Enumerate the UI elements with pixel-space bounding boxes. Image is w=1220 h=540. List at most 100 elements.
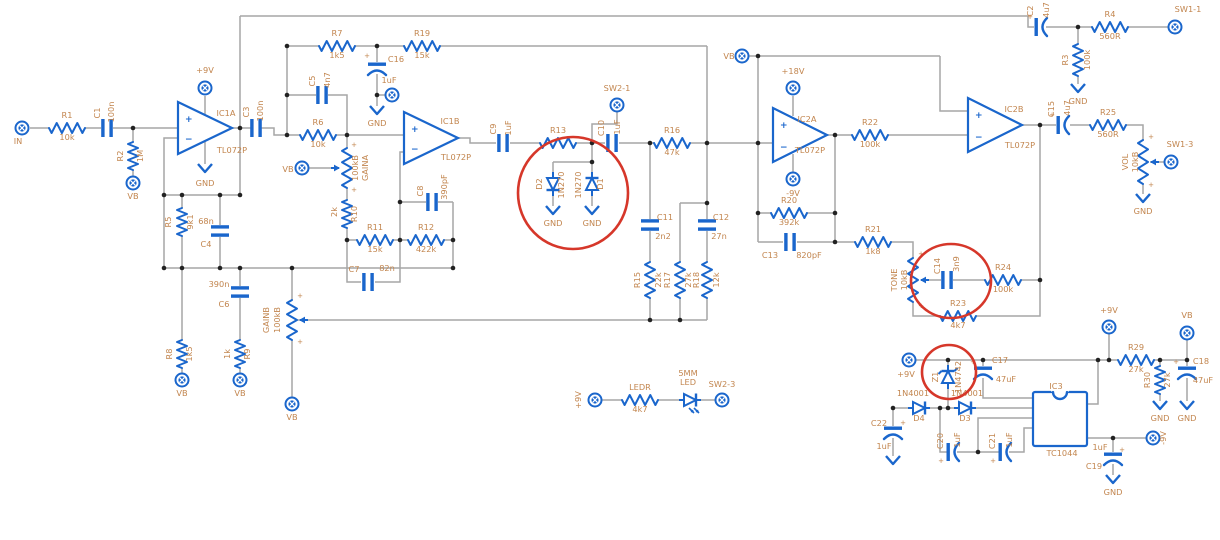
label: GND <box>1151 413 1170 423</box>
label: D3 <box>959 413 971 423</box>
label: C20 <box>935 433 945 449</box>
svg-text:−: − <box>185 135 193 145</box>
junction-dot <box>289 265 295 271</box>
junction-dot <box>130 125 136 131</box>
terminal-vb-5 <box>232 372 248 388</box>
label: R7 <box>332 28 343 38</box>
wire <box>328 94 348 135</box>
label: 10k <box>310 139 325 149</box>
parts: +−+−+−+− <box>48 16 1198 467</box>
junction-dot <box>344 132 350 138</box>
label: R4 <box>1105 9 1116 19</box>
label: IC2A <box>798 114 817 124</box>
label: R12 <box>418 222 434 232</box>
label: 392k <box>779 217 800 227</box>
junction-dot <box>945 357 951 363</box>
label: 1k8 <box>865 246 880 256</box>
junction-dot <box>1106 357 1112 363</box>
gnd-icon <box>1135 193 1151 204</box>
label: R9 <box>242 349 252 360</box>
resistor-R2 <box>127 141 139 171</box>
junction-dot <box>450 265 456 271</box>
junction-dot <box>677 317 683 323</box>
label: GND <box>1069 96 1088 106</box>
label: VB <box>723 51 735 61</box>
label: R10 <box>349 206 359 222</box>
label: 22k <box>653 272 663 287</box>
label: 4k7 <box>632 404 647 414</box>
label: TL072P <box>794 145 825 155</box>
svg-text:+: + <box>780 121 788 131</box>
label: C10 <box>596 120 606 136</box>
wire <box>458 137 496 144</box>
label: D4 <box>913 413 925 423</box>
resistor-R8 <box>176 339 188 369</box>
junction-dot <box>890 405 896 411</box>
gnd-icon <box>1070 83 1086 94</box>
opamp-IC1A: +− <box>176 100 235 156</box>
capacitor-C10 <box>606 134 618 152</box>
resistor-R21 <box>854 236 892 248</box>
terminal-p9v-1 <box>197 80 213 96</box>
junction-dot <box>945 405 951 411</box>
label: VB <box>176 388 188 398</box>
label: + <box>1173 358 1179 366</box>
label: IN <box>14 136 23 146</box>
capacitor-C15 <box>1056 114 1071 136</box>
junction-dot <box>975 449 981 455</box>
label: Z1 <box>930 372 940 383</box>
label: VB <box>127 191 139 201</box>
label: R17 <box>662 272 672 288</box>
wires <box>30 15 1188 475</box>
terminal-vb-3 <box>734 48 750 64</box>
junction-dot <box>1037 277 1043 283</box>
resistor-R1 <box>48 122 86 134</box>
junction-dot <box>179 265 185 271</box>
junction-dot <box>1157 357 1163 363</box>
label: + <box>918 250 924 258</box>
label: 2n2 <box>655 231 671 241</box>
terminal-n9v-b <box>1145 430 1161 446</box>
label: VB <box>286 412 298 422</box>
resistor-R7 <box>318 40 356 52</box>
gnd-icon <box>197 163 213 174</box>
capacitor-C14 <box>941 271 953 289</box>
label: 560R <box>1099 31 1121 41</box>
diode-D2 <box>545 172 561 196</box>
junction-dots <box>130 24 1190 455</box>
junction-dot <box>217 192 223 198</box>
label: 100n <box>255 101 265 122</box>
label: 4u7 <box>1062 100 1072 116</box>
junction-dot <box>237 125 243 131</box>
label: C22 <box>871 418 887 428</box>
terminal-p9v-led <box>587 392 603 408</box>
terminal-p18v <box>785 80 801 96</box>
label: 82n <box>379 263 395 273</box>
wire <box>912 302 940 317</box>
junction-dot <box>284 43 290 49</box>
label: R21 <box>865 224 881 234</box>
label: GND <box>1134 206 1153 216</box>
label: TL072P <box>440 152 471 162</box>
junction-dot <box>161 192 167 198</box>
resistor-R4 <box>1091 21 1129 33</box>
label: 68n <box>198 216 214 226</box>
label: 4u7 <box>1041 2 1051 18</box>
label: C13 <box>762 250 778 260</box>
label: C5 <box>307 76 317 87</box>
capacitor-C11 <box>641 219 659 231</box>
resistor-R3 <box>1072 43 1084 77</box>
label: R23 <box>950 298 966 308</box>
label: R18 <box>691 272 701 288</box>
label: IC3 <box>1049 381 1062 391</box>
led-LED <box>679 392 701 414</box>
terminal-p9v-2 <box>901 352 917 368</box>
label: GND <box>583 218 602 228</box>
resistor-R17 <box>674 261 686 299</box>
opamp-IC2A: +− <box>771 106 830 164</box>
label: 1uF <box>503 120 513 135</box>
wire <box>240 15 1034 28</box>
junction-dot <box>450 237 456 243</box>
label: 27k <box>1162 372 1172 387</box>
